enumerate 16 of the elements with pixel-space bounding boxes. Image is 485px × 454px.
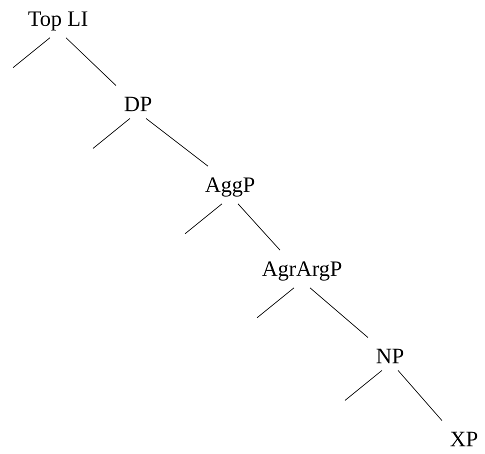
node-label: DP bbox=[124, 96, 152, 112]
node-label: NP bbox=[376, 348, 404, 364]
node-label: Top LI bbox=[28, 11, 88, 31]
branch-line bbox=[344, 370, 382, 401]
node-label: XP bbox=[450, 432, 478, 446]
branch-line bbox=[310, 287, 368, 338]
node-label: AggP bbox=[205, 177, 254, 197]
branch-line bbox=[184, 203, 222, 234]
branch-line bbox=[12, 37, 50, 68]
branch-line bbox=[146, 118, 208, 167]
node-label: AgrArgP bbox=[262, 261, 342, 281]
branch-line bbox=[66, 37, 116, 86]
branch-line bbox=[92, 118, 130, 149]
branch-line bbox=[256, 287, 294, 318]
branch-line bbox=[238, 203, 280, 251]
branch-line bbox=[398, 370, 442, 421]
